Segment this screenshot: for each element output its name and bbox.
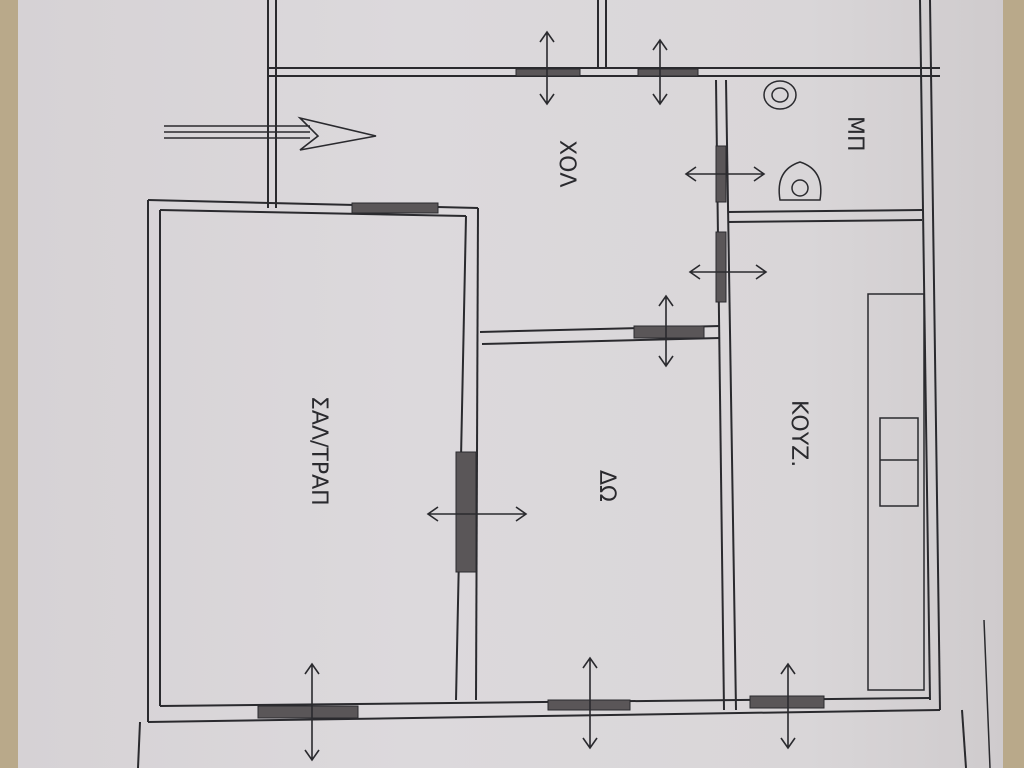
entrance-arrow-icon: [164, 116, 377, 151]
kitchen-counter: [867, 293, 925, 691]
openings: [257, 68, 825, 719]
room-label-bathroom: ΜΠ: [842, 116, 867, 152]
opening-arrows: [304, 30, 796, 762]
room-label-living-dining: ΣΑΛ/ΤΡΑΠ: [306, 396, 331, 506]
room-label-kitchen: ΚΟΥΖ.: [786, 400, 811, 467]
toilet-icon: [778, 161, 822, 201]
paper-sheet: [18, 0, 1003, 768]
room-label-hall: ΧΟΛ: [554, 140, 579, 187]
sink-icon: [763, 80, 797, 110]
room-label-bedroom: ΔΩ: [594, 470, 619, 502]
